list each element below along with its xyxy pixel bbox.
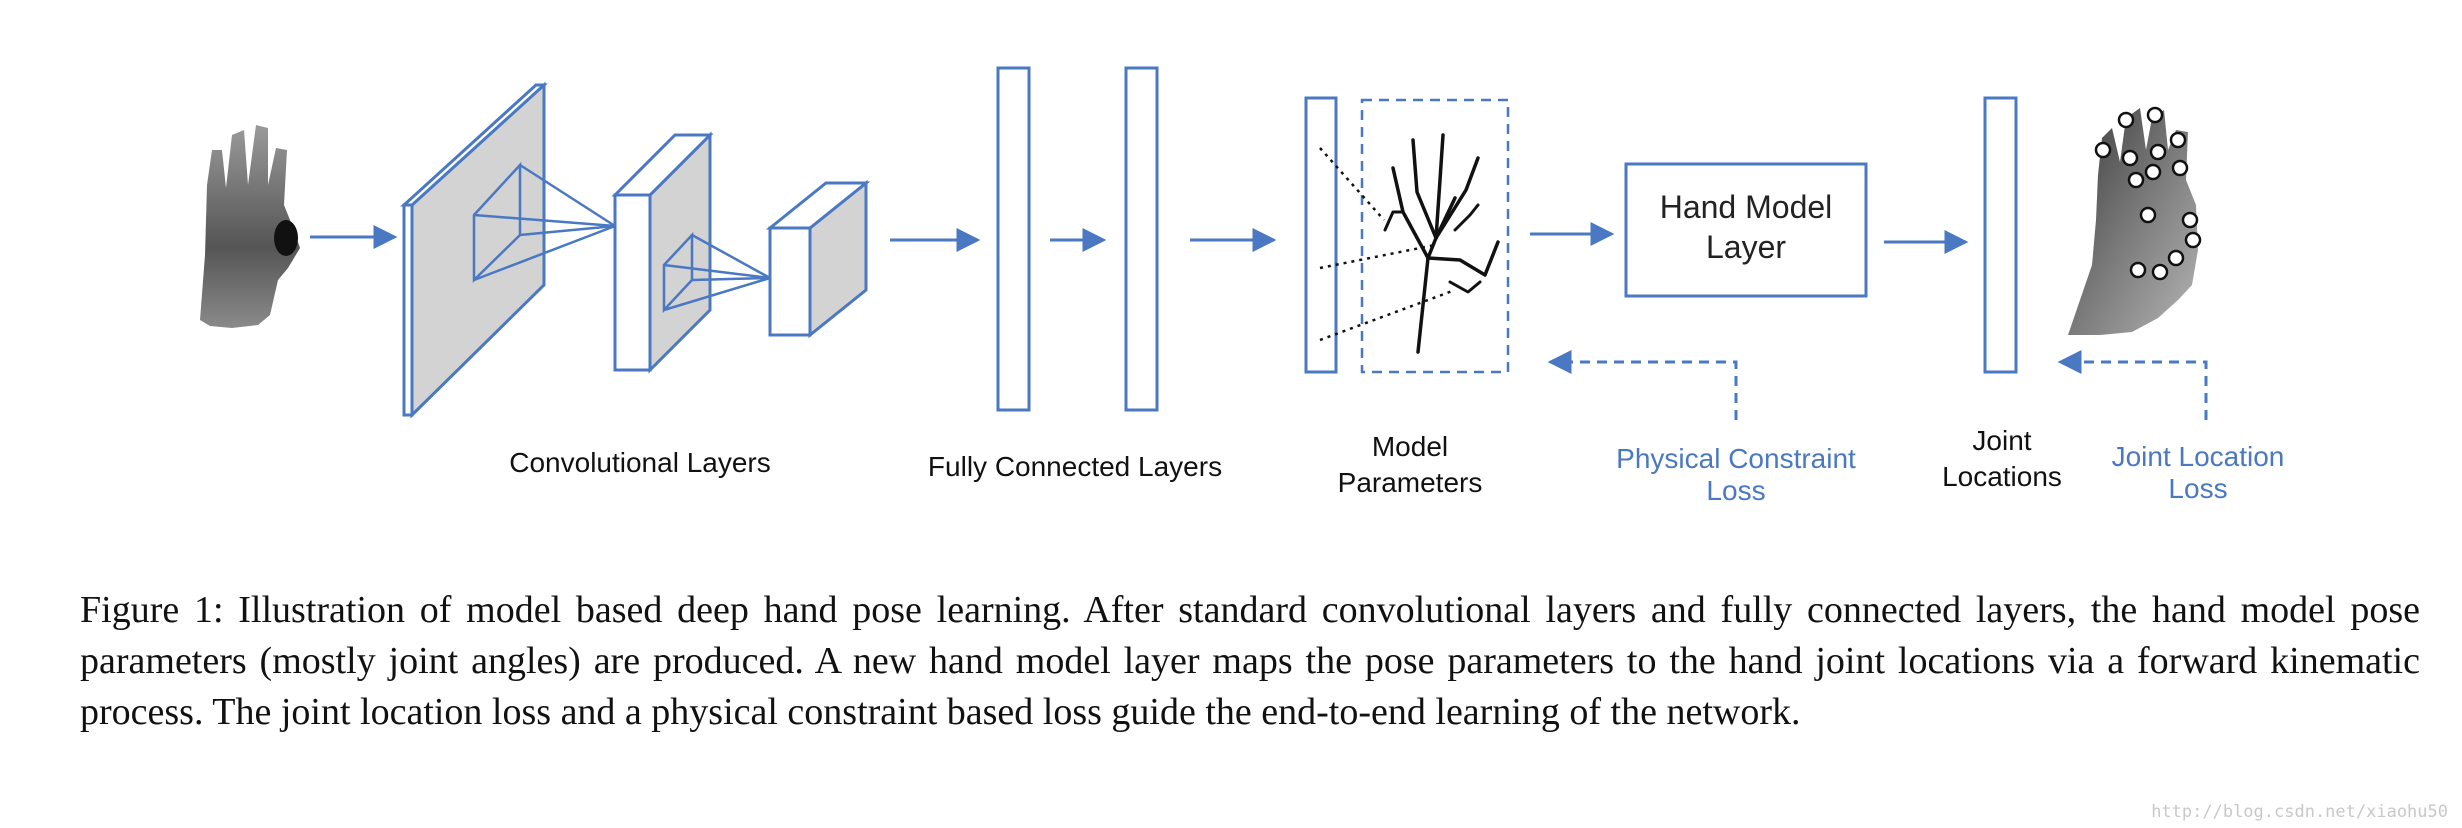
conv-layer-2: [611, 131, 714, 374]
parameter-pointer-lines: [1319, 147, 1456, 342]
hand-model-layer-label-line1: Hand Model: [1660, 189, 1833, 225]
input-depth-hand-image: [200, 125, 300, 328]
hand-skeleton-icon: [1383, 133, 1500, 354]
hand-model-layer-label-line2: Layer: [1706, 229, 1786, 265]
joint-locations-label-line1: Joint: [1972, 425, 2031, 456]
model-parameters-label-line2: Parameters: [1338, 467, 1483, 498]
conv-layer-1: [400, 81, 548, 419]
conv-layers-label: Convolutional Layers: [509, 447, 771, 478]
conv-layer-3: [765, 179, 871, 339]
flow-arrows: [310, 222, 1969, 254]
output-hand-with-joints-image: [2068, 106, 2202, 335]
skeleton-dashed-frame: [1360, 98, 1510, 374]
physical-constraint-loss-arrow: [1547, 350, 1738, 420]
figure-caption: Figure 1: Illustration of model based de…: [80, 589, 2420, 733]
physical-constraint-loss-label-line2: Loss: [1706, 475, 1765, 506]
joint-location-loss-label-line2: Loss: [2168, 473, 2227, 504]
watermark-url: http://blog.csdn.net/xiaohu50: [2151, 802, 2448, 822]
hand-model-layer-box: [1624, 162, 1868, 298]
model-parameters-bar: [1304, 96, 1338, 374]
conv-projection-1: [473, 163, 616, 282]
joint-locations-label-line2: Locations: [1942, 461, 2062, 492]
physical-constraint-loss-label-line1: Physical Constraint: [1616, 443, 1856, 474]
joint-locations-bar: [1983, 96, 2018, 374]
joint-location-loss-label-line1: Joint Location: [2112, 441, 2285, 472]
fc-layer-1: [996, 66, 1031, 412]
fc-layers-label: Fully Connected Layers: [928, 451, 1222, 482]
joint-location-loss-arrow: [2057, 350, 2208, 420]
conv-projection-2: [663, 233, 771, 312]
fc-layer-2: [1124, 66, 1159, 412]
model-parameters-label-line1: Model: [1372, 431, 1448, 462]
